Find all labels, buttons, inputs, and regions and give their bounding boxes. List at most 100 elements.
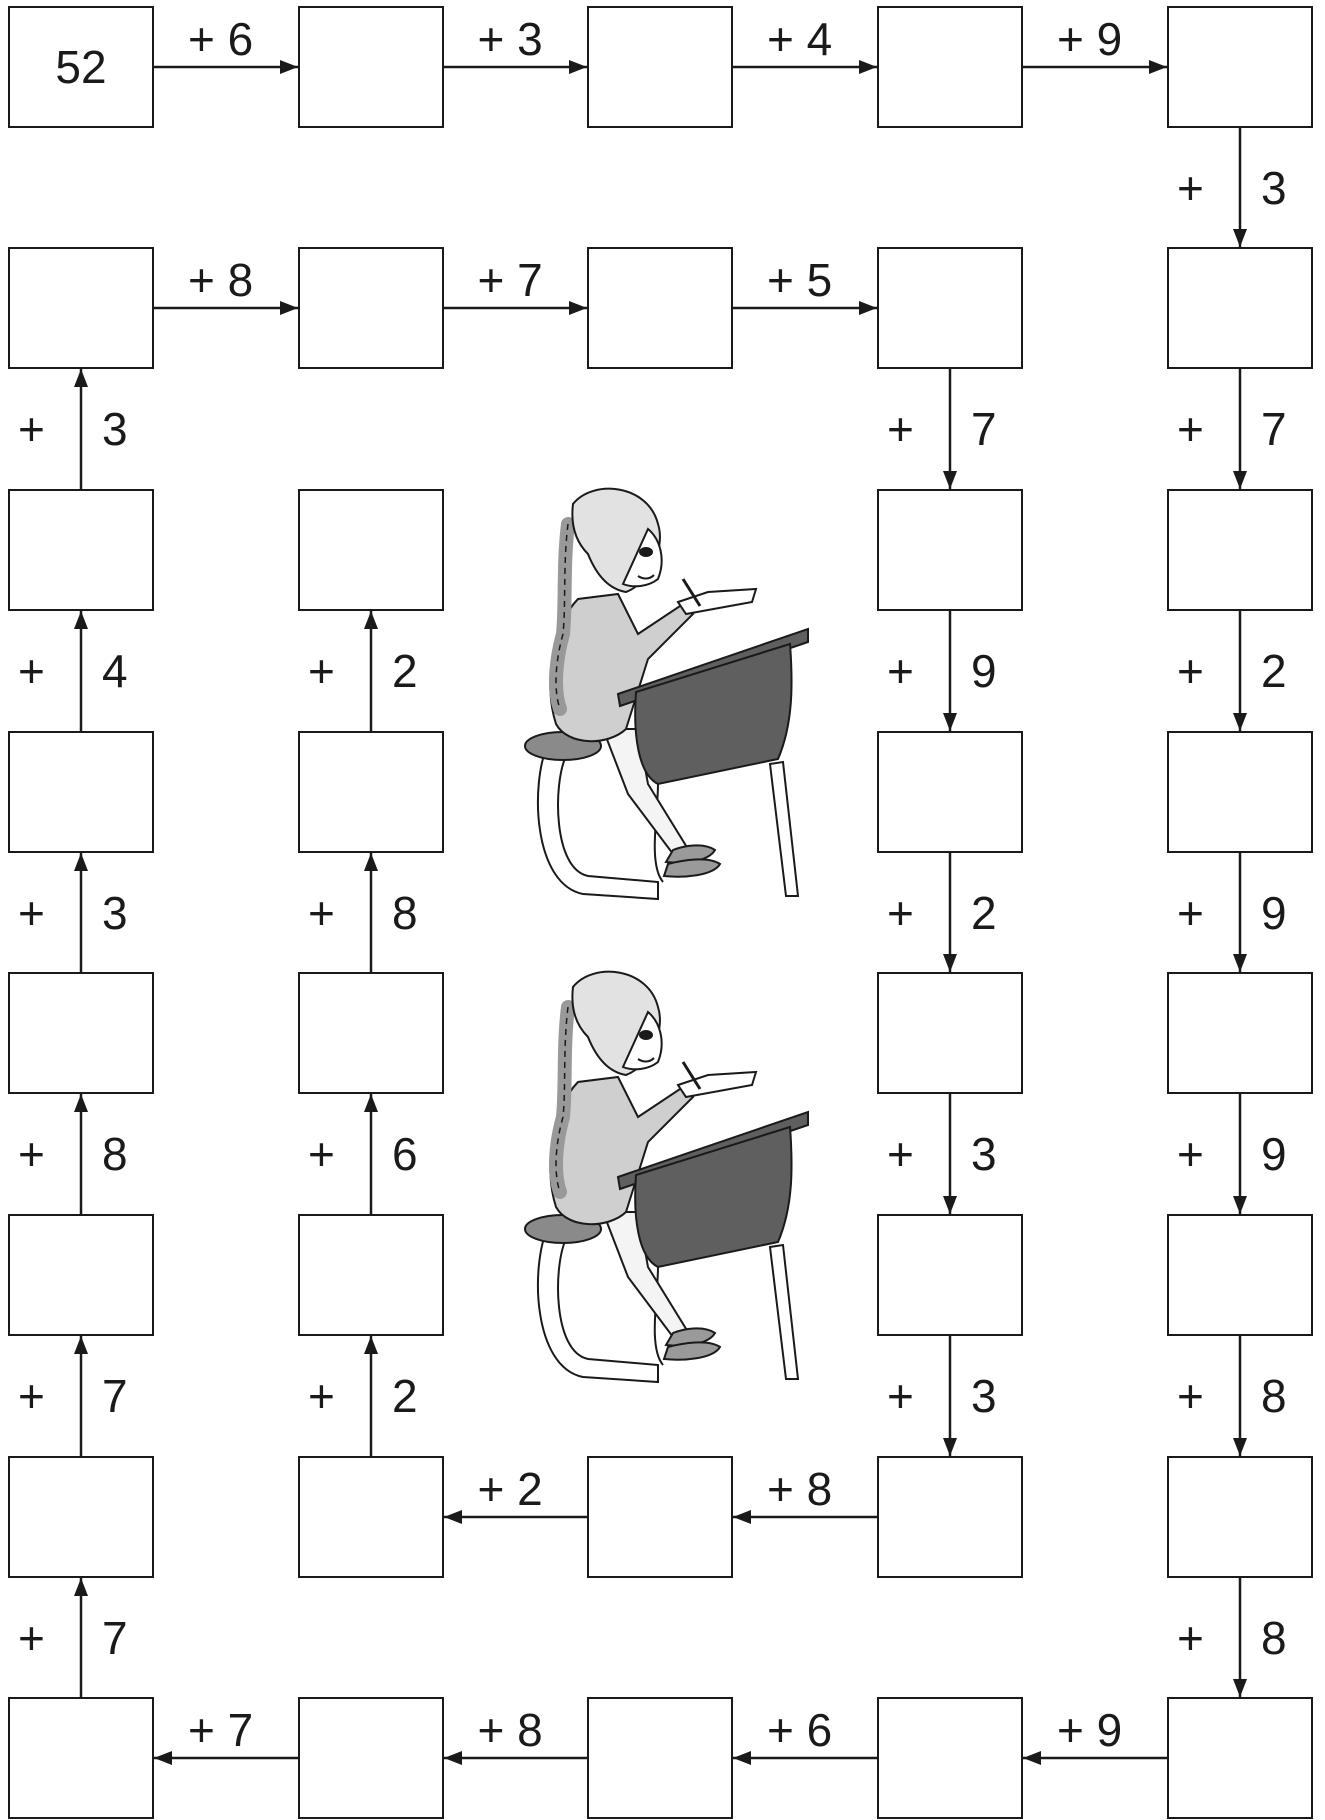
answer-box[interactable] xyxy=(877,1214,1023,1336)
flow-arrow-head xyxy=(733,1751,751,1765)
answer-box[interactable] xyxy=(1167,972,1313,1094)
answer-box[interactable] xyxy=(298,6,444,128)
flow-arrow-head xyxy=(943,954,957,972)
answer-box[interactable] xyxy=(298,972,444,1094)
operator-label: + xyxy=(308,648,335,694)
operator-label: + xyxy=(1177,1615,1204,1661)
flow-arrow-head xyxy=(74,369,88,387)
flow-arrow-head xyxy=(444,1510,462,1524)
answer-box[interactable] xyxy=(8,489,154,611)
answer-box[interactable] xyxy=(298,247,444,369)
operator-label: + 6 xyxy=(188,16,253,62)
answer-box[interactable] xyxy=(298,1697,444,1819)
operator-label: + xyxy=(887,890,914,936)
operator-label: 8 xyxy=(392,890,418,936)
flow-arrow-head xyxy=(569,60,587,74)
answer-box[interactable] xyxy=(8,247,154,369)
flow-arrow-head xyxy=(943,1438,957,1456)
operator-label: + xyxy=(887,406,914,452)
flow-arrow-head xyxy=(74,853,88,871)
answer-box[interactable] xyxy=(877,972,1023,1094)
flow-arrow-head xyxy=(733,1510,751,1524)
flow-arrow-head xyxy=(74,611,88,629)
answer-box[interactable] xyxy=(1167,489,1313,611)
operator-label: 9 xyxy=(1261,1131,1287,1177)
answer-box[interactable] xyxy=(1167,1456,1313,1578)
answer-box[interactable] xyxy=(298,731,444,853)
flow-arrow-head xyxy=(1233,713,1247,731)
operator-label: + xyxy=(887,1131,914,1177)
operator-label: + 5 xyxy=(767,257,832,303)
flow-arrow-head xyxy=(364,1094,378,1112)
operator-label: + 9 xyxy=(1057,1707,1122,1753)
flow-arrow-head xyxy=(1233,229,1247,247)
operator-label: 8 xyxy=(1261,1373,1287,1419)
operator-label: + xyxy=(18,1615,45,1661)
girl-at-desk-illustration xyxy=(508,967,828,1387)
operator-label: + xyxy=(1177,890,1204,936)
answer-box[interactable] xyxy=(8,972,154,1094)
operator-label: + xyxy=(308,890,335,936)
answer-box[interactable] xyxy=(1167,1697,1313,1819)
answer-box[interactable] xyxy=(8,731,154,853)
answer-box[interactable] xyxy=(8,1456,154,1578)
flow-arrow-head xyxy=(74,1578,88,1596)
answer-box[interactable] xyxy=(587,6,733,128)
operator-label: 2 xyxy=(971,890,997,936)
answer-box[interactable] xyxy=(877,489,1023,611)
operator-label: + xyxy=(18,406,45,452)
flow-arrow-head xyxy=(364,853,378,871)
answer-box[interactable] xyxy=(1167,1214,1313,1336)
answer-box[interactable] xyxy=(1167,731,1313,853)
answer-box[interactable] xyxy=(8,1697,154,1819)
operator-label: + xyxy=(887,648,914,694)
flow-arrow-head xyxy=(154,1751,172,1765)
operator-label: 2 xyxy=(392,648,418,694)
flow-arrow-head xyxy=(1233,954,1247,972)
answer-box[interactable] xyxy=(298,489,444,611)
answer-box[interactable] xyxy=(877,731,1023,853)
flow-arrow-head xyxy=(859,60,877,74)
answer-box[interactable] xyxy=(587,1456,733,1578)
operator-label: + 8 xyxy=(188,257,253,303)
operator-label: 7 xyxy=(102,1615,128,1661)
answer-box[interactable] xyxy=(298,1456,444,1578)
answer-box[interactable] xyxy=(298,1214,444,1336)
start-value-box: 52 xyxy=(8,6,154,128)
answer-box[interactable] xyxy=(877,1697,1023,1819)
flow-arrow-head xyxy=(943,713,957,731)
operator-label: 4 xyxy=(102,648,128,694)
answer-box[interactable] xyxy=(1167,6,1313,128)
answer-box[interactable] xyxy=(8,1214,154,1336)
operator-label: 7 xyxy=(1261,406,1287,452)
operator-label: 9 xyxy=(971,648,997,694)
operator-label: + 7 xyxy=(188,1707,253,1753)
operator-label: 6 xyxy=(392,1131,418,1177)
operator-label: 8 xyxy=(1261,1615,1287,1661)
answer-box[interactable] xyxy=(877,247,1023,369)
operator-label: + 3 xyxy=(478,16,543,62)
operator-label: 8 xyxy=(102,1131,128,1177)
operator-label: + xyxy=(1177,406,1204,452)
flow-arrow-head xyxy=(364,611,378,629)
girl-at-desk-illustration xyxy=(508,484,828,904)
flow-arrow-head xyxy=(1233,1438,1247,1456)
answer-box[interactable] xyxy=(587,1697,733,1819)
operator-label: 3 xyxy=(1261,165,1287,211)
flow-arrow-head xyxy=(280,60,298,74)
operator-label: 3 xyxy=(971,1131,997,1177)
operator-label: + xyxy=(1177,165,1204,211)
operator-label: + 4 xyxy=(767,16,832,62)
operator-label: + 8 xyxy=(478,1707,543,1753)
flow-arrow-head xyxy=(943,471,957,489)
operator-label: + xyxy=(1177,1373,1204,1419)
flow-arrow-head xyxy=(569,301,587,315)
answer-box[interactable] xyxy=(877,6,1023,128)
operator-label: 3 xyxy=(102,890,128,936)
answer-box[interactable] xyxy=(587,247,733,369)
answer-box[interactable] xyxy=(877,1456,1023,1578)
flow-arrow-head xyxy=(1233,1679,1247,1697)
answer-box[interactable] xyxy=(1167,247,1313,369)
operator-label: 3 xyxy=(102,406,128,452)
operator-label: + 2 xyxy=(478,1466,543,1512)
